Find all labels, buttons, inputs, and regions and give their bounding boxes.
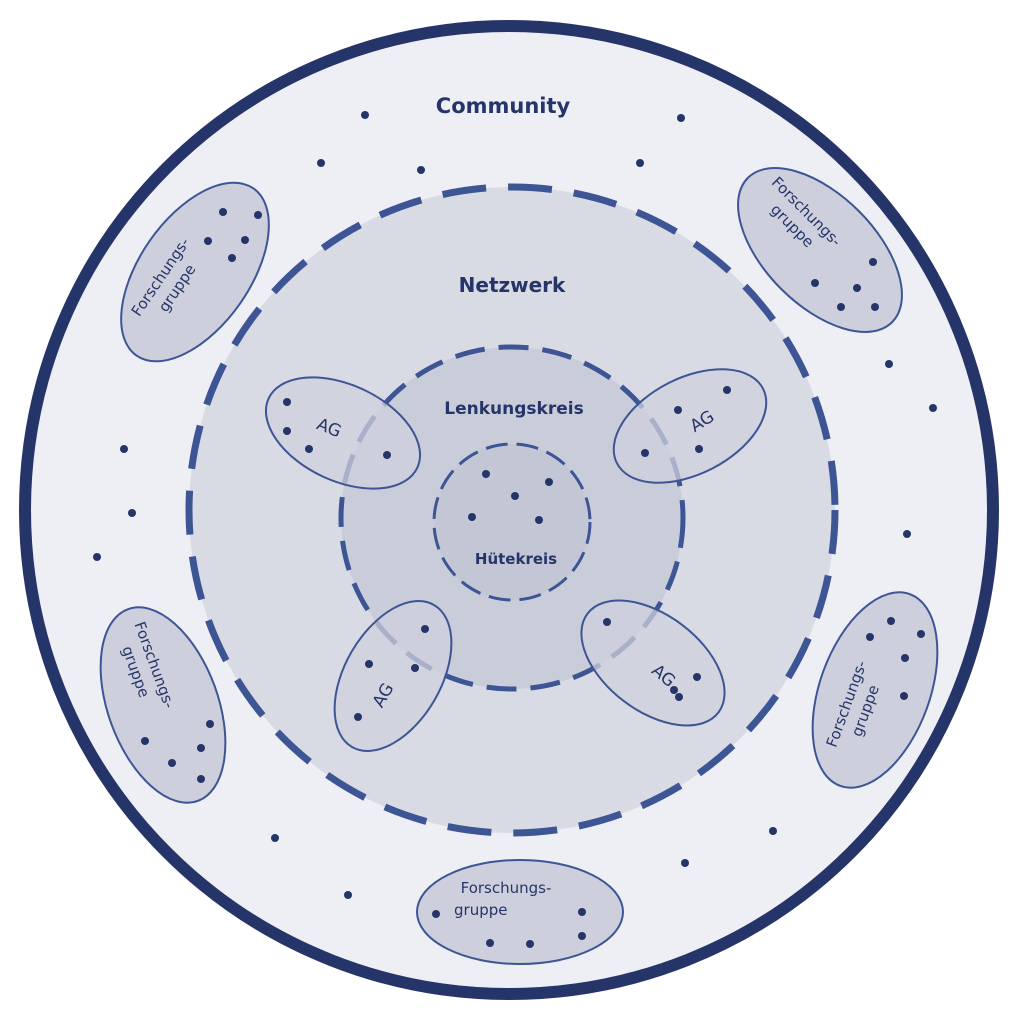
member-dot <box>535 516 543 524</box>
ag-group-bottom-left <box>333 600 453 752</box>
ag-group-top-left <box>264 376 422 490</box>
member-dot <box>670 686 678 694</box>
forschungsgruppe-bottom <box>416 859 624 965</box>
member-dot <box>511 492 519 500</box>
member-dot <box>482 470 490 478</box>
member-dot <box>486 939 494 947</box>
member-dot <box>354 713 362 721</box>
member-dot <box>197 775 205 783</box>
member-dot <box>197 744 205 752</box>
member-dot <box>578 932 586 940</box>
member-dot <box>421 625 429 633</box>
member-dot <box>677 114 685 122</box>
member-dot <box>168 759 176 767</box>
member-dot <box>641 449 649 457</box>
member-dot <box>901 654 909 662</box>
member-dot <box>468 513 476 521</box>
member-dot <box>811 279 819 287</box>
member-dot <box>636 159 644 167</box>
member-dot <box>545 478 553 486</box>
member-dot <box>871 303 879 311</box>
member-dot <box>254 211 262 219</box>
member-dot <box>93 553 101 561</box>
huetekreis-circle <box>432 442 592 602</box>
member-dot <box>305 445 313 453</box>
member-dot <box>903 530 911 538</box>
member-dot <box>141 737 149 745</box>
member-dot <box>723 386 731 394</box>
member-dot <box>866 633 874 641</box>
member-dot <box>900 692 908 700</box>
member-dot <box>228 254 236 262</box>
member-dot <box>271 834 279 842</box>
member-dot <box>578 908 586 916</box>
member-dot <box>365 660 373 668</box>
member-dot <box>344 891 352 899</box>
member-dot <box>206 720 214 728</box>
ag-group-bottom-right <box>580 599 726 727</box>
member-dot <box>869 258 877 266</box>
community-label: Community <box>436 94 571 118</box>
huetekreis-label: Hütekreis <box>475 550 557 568</box>
forschungsgruppe-label-bottom: Forschungs- gruppe <box>454 879 551 919</box>
member-dot <box>929 404 937 412</box>
member-dot <box>674 406 682 414</box>
member-dot <box>241 236 249 244</box>
member-dot <box>693 673 701 681</box>
svg-text:gruppe: gruppe <box>454 901 507 919</box>
member-dot <box>417 166 425 174</box>
forschungsgruppe-bottom-left <box>99 606 227 804</box>
member-dots <box>93 111 937 948</box>
svg-text:Forschungs-: Forschungs- <box>461 879 552 897</box>
member-dot <box>837 303 845 311</box>
member-dot <box>917 630 925 638</box>
member-dot <box>361 111 369 119</box>
member-dot <box>128 509 136 517</box>
member-dot <box>120 445 128 453</box>
member-dot <box>769 827 777 835</box>
member-dot <box>283 427 291 435</box>
netzwerk-label: Netzwerk <box>459 273 566 297</box>
member-dot <box>887 617 895 625</box>
forschungsgruppe-bottom-right <box>811 591 939 789</box>
member-dot <box>853 284 861 292</box>
member-dot <box>317 159 325 167</box>
member-dot <box>603 618 611 626</box>
forschungsgruppe-top-left <box>120 181 270 363</box>
forschungsgruppe-top-right <box>737 167 903 333</box>
member-dot <box>695 445 703 453</box>
member-dot <box>526 940 534 948</box>
lenkungskreis-label: Lenkungskreis <box>444 399 583 419</box>
member-dot <box>411 664 419 672</box>
member-dot <box>219 208 227 216</box>
member-dot <box>432 910 440 918</box>
member-dot <box>283 398 291 406</box>
member-dot <box>383 451 391 459</box>
member-dot <box>204 237 212 245</box>
member-dot <box>675 693 683 701</box>
member-dot <box>681 859 689 867</box>
member-dot <box>885 360 893 368</box>
ag-group-top-right <box>612 368 768 484</box>
